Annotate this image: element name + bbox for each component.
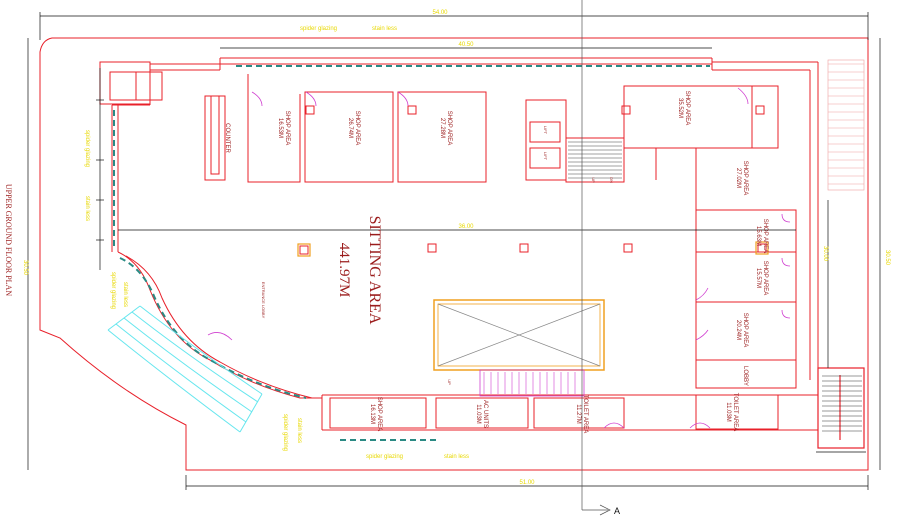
shop-8-label: SHOP AREA xyxy=(742,313,748,348)
door-swings xyxy=(207,87,791,429)
shop-7-area: 15.57M xyxy=(755,268,761,288)
note-glazing-left: spider glazing xyxy=(84,130,90,167)
drawing-title-group: UPPER GROUND FLOOR PLAN xyxy=(4,184,13,296)
note-stainless-bottom: stain less xyxy=(444,454,469,460)
columns xyxy=(299,105,767,255)
toilet-2-area: 11.03M xyxy=(725,402,731,422)
central-up-label: UP xyxy=(447,379,452,385)
toilet-2-label: TOILET AREA xyxy=(732,393,738,431)
front-steps xyxy=(107,305,263,433)
note-glazing-bottom-left: spider glazing xyxy=(282,414,288,451)
counter-label: COUNTER xyxy=(224,123,230,153)
note-spider-glazing-bottom: spider glazing xyxy=(366,454,403,460)
ramp-top-right xyxy=(827,59,865,191)
right-steps xyxy=(822,375,862,432)
shop-1-area: 16.53M xyxy=(277,118,283,138)
site-boundary xyxy=(39,37,869,471)
room-labels: COUNTER SHOP AREA 16.53M SHOP AREA 26.74… xyxy=(224,91,768,434)
section-line xyxy=(581,0,611,516)
orange-columns xyxy=(297,241,769,257)
section-marker: A xyxy=(614,506,620,516)
ac-units-label: AC UNITS xyxy=(482,400,488,428)
sitting-area-label: SITTING AREA 441.97M xyxy=(336,216,383,325)
dim-inner-width: 40.50 xyxy=(458,42,474,48)
shop-2-area: 26.74M xyxy=(347,118,353,138)
note-stainless-left: stain less xyxy=(84,196,90,221)
note-spider-glazing-top: spider glazing xyxy=(300,26,337,32)
note-stainless-bottom-left: stain less xyxy=(296,418,302,443)
dim-bottom-width: 51.00 xyxy=(519,480,535,486)
annotations: 54.00 40.50 51.00 36.00 spider glazing s… xyxy=(300,10,535,486)
glazing-strips xyxy=(113,65,710,441)
up-label: UP xyxy=(591,177,596,183)
lobby-right-label: LOBBY xyxy=(742,366,748,386)
dim-right-mid: 30.00 xyxy=(822,246,828,262)
shop-6-area: 15.63M xyxy=(755,226,761,246)
right-stair xyxy=(817,367,865,449)
central-void xyxy=(433,299,605,371)
ac-units-area: 11.03M xyxy=(475,404,481,424)
ramp-lines xyxy=(828,63,864,185)
shop-8-area: 20.24M xyxy=(735,320,741,340)
interior-rooms xyxy=(204,74,797,430)
annotations-rotated: 30.50 30.50 30.00 spider glazing stain l… xyxy=(22,130,890,451)
central-steps xyxy=(483,372,576,394)
dim-mid-span: 36.00 xyxy=(458,224,474,230)
shop-9-label: SHOP AREA xyxy=(376,397,382,432)
shop-7-label: SHOP AREA xyxy=(762,261,768,296)
shop-5-label: SHOP AREA xyxy=(742,161,748,196)
shop-5-area: 27.02M xyxy=(735,168,741,188)
entrance-lobby-label: ENTRANCE LOBBY xyxy=(261,282,266,319)
drawing-title: UPPER GROUND FLOOR PLAN xyxy=(4,184,13,296)
shop-3-label: SHOP AREA xyxy=(446,111,452,146)
sitting-area-value: 441.97M xyxy=(336,243,352,298)
note-stainless-top: stain less xyxy=(372,26,397,32)
sitting-area-title: SITTING AREA xyxy=(366,216,383,325)
lift-label-1: LIFT xyxy=(543,126,548,135)
building-walls xyxy=(99,57,819,431)
dim-right-height: 30.50 xyxy=(884,250,890,266)
dim-overall-width: 54.00 xyxy=(432,10,448,16)
dimension-lines xyxy=(27,12,881,490)
shop-4-label: SHOP AREA xyxy=(684,91,690,126)
shop-9-area: 16.13M xyxy=(369,404,375,424)
shop-6-label: SHOP AREA xyxy=(762,219,768,254)
lift-label-2: LIFT xyxy=(543,152,548,161)
dim-left-height: 30.50 xyxy=(22,260,28,276)
dn-label: DN xyxy=(609,177,614,183)
note-glazing-front: spider glazing xyxy=(110,272,116,309)
staircase-central xyxy=(479,369,585,397)
shop-2-label: SHOP AREA xyxy=(354,111,360,146)
toilet-1-label: TOILET AREA xyxy=(582,395,588,433)
core-steps xyxy=(568,141,622,179)
shop-3-area: 27.28M xyxy=(439,118,445,138)
note-ss-railing-front: stain less xyxy=(122,282,128,307)
toilet-1-area: 11.27M xyxy=(575,404,581,424)
shop-1-label: SHOP AREA xyxy=(284,111,290,146)
shop-4-area: 35.52M xyxy=(677,98,683,118)
